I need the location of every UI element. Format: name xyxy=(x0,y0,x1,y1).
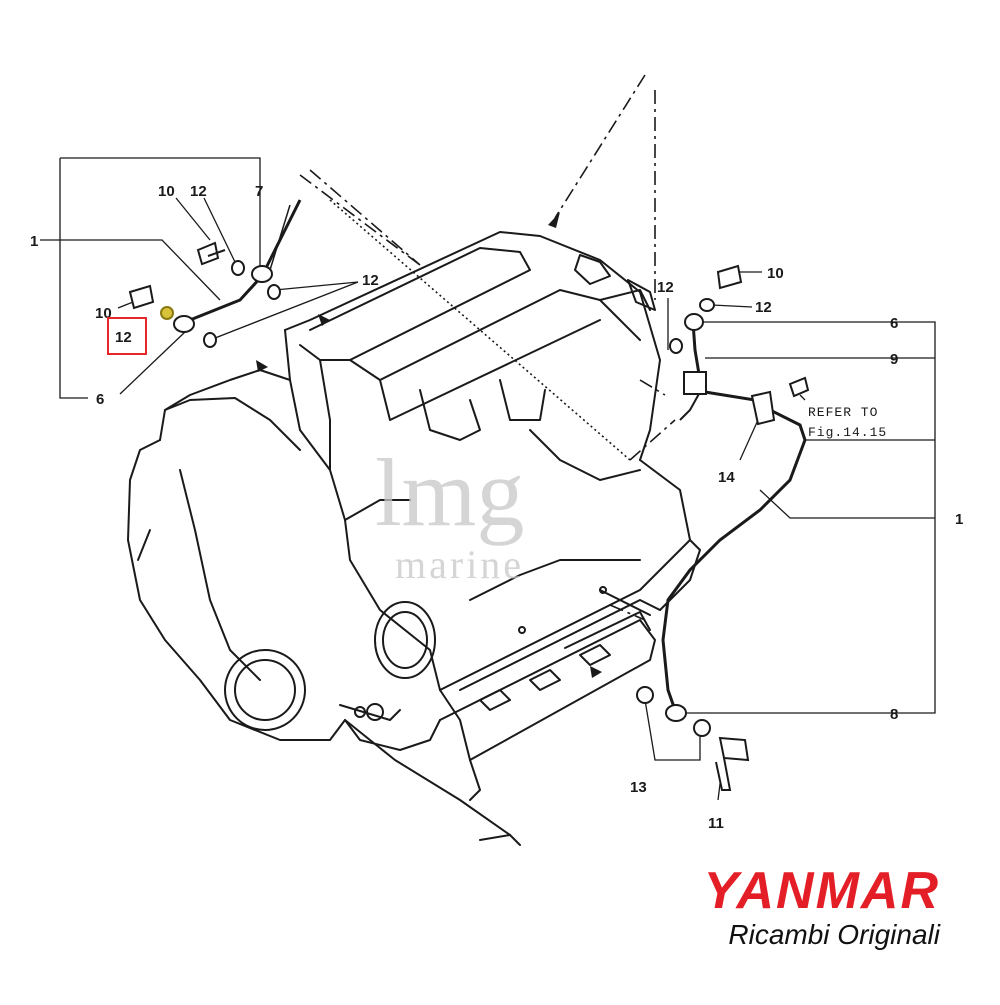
watermark-subtext: marine xyxy=(395,542,524,587)
leader-12-right xyxy=(711,304,753,308)
washer-13 xyxy=(636,686,654,704)
leader-12-mid-2 xyxy=(209,281,359,341)
terminal-lug-top xyxy=(684,313,704,331)
guide-line-bracket xyxy=(629,419,676,461)
cable-lead xyxy=(260,199,302,277)
leader-1-left xyxy=(40,239,221,301)
washer-12-right xyxy=(699,298,715,312)
callout-9: 9 xyxy=(890,351,898,368)
bolt-11-shank xyxy=(715,757,732,791)
cable-branch xyxy=(679,391,701,421)
washer-12-low xyxy=(203,332,217,348)
brand-block: YANMAR Ricambi Originali xyxy=(640,864,940,952)
guide-line-left-2 xyxy=(309,169,421,266)
leader-1-right xyxy=(759,489,935,519)
callout-12-top: 12 xyxy=(190,183,207,200)
direction-arrow xyxy=(256,360,268,372)
terminal-lug xyxy=(251,265,273,283)
cable-lead-edge xyxy=(269,204,291,271)
watermark-logo: lmg xyxy=(375,439,524,546)
bolt-11 xyxy=(718,736,750,762)
guide-line-arrow xyxy=(554,74,646,219)
leader-12-top xyxy=(203,197,236,263)
callout-12-right-top: 12 xyxy=(657,279,674,296)
washer-12-right-top xyxy=(669,338,683,354)
ground-cable-top xyxy=(184,274,264,324)
bolt-10-top xyxy=(196,241,220,266)
callout-1-left: 1 xyxy=(30,233,38,250)
washer-13b xyxy=(693,719,711,737)
callout-6-right: 6 xyxy=(890,315,898,332)
bracket-13 xyxy=(644,699,701,761)
clamp-14 xyxy=(750,390,776,426)
callout-10-top: 10 xyxy=(158,183,175,200)
terminal-lug-bottom xyxy=(665,704,687,722)
callout-12-mid: 12 xyxy=(362,272,379,289)
leader-6-left xyxy=(119,331,186,395)
guide-line-low xyxy=(609,604,646,621)
leader-12-mid xyxy=(274,281,359,291)
flywheel-housing xyxy=(224,601,436,731)
callout-13: 13 xyxy=(630,779,647,796)
watermark: lmg marine xyxy=(375,439,524,587)
callout-10-right: 10 xyxy=(767,265,784,282)
leader-10-top xyxy=(175,197,211,241)
brand-tagline: Ricambi Originali xyxy=(728,919,940,950)
callout-14: 14 xyxy=(718,469,735,486)
terminal-lug xyxy=(173,315,195,333)
bolt-shank xyxy=(207,249,226,257)
bolt-refer xyxy=(788,376,810,398)
callout-12-highlight: 12 xyxy=(115,329,132,346)
oil-pan xyxy=(459,586,661,711)
callout-10-left: 10 xyxy=(95,305,112,322)
refer-note-line2: Fig.14.15 xyxy=(808,425,887,440)
callout-6-left: 6 xyxy=(96,391,104,408)
callout-labels: 1 10 12 7 12 10 12 6 12 10 12 6 9 14 1 8… xyxy=(30,183,963,832)
refer-note-line1: REFER TO xyxy=(808,405,878,420)
callout-12-right: 12 xyxy=(755,299,772,316)
bolt-10-left xyxy=(128,284,155,310)
oil-pipe xyxy=(344,719,511,836)
direction-arrow xyxy=(590,666,602,678)
guide-line-diagonal xyxy=(329,199,631,461)
refer-leader xyxy=(799,394,806,401)
guide-line-left xyxy=(299,174,421,266)
guide-line-right xyxy=(639,379,666,396)
brand-logo: YANMAR xyxy=(703,862,940,920)
direction-arrow xyxy=(318,314,330,326)
callout-highlight-box xyxy=(107,317,147,355)
engine-block xyxy=(127,231,701,801)
bracket-left xyxy=(59,158,88,399)
callout-1-right: 1 xyxy=(955,511,963,528)
callout-11: 11 xyxy=(708,815,724,832)
bracket-7 xyxy=(60,157,261,270)
direction-arrow xyxy=(548,212,560,228)
callout-8: 8 xyxy=(890,706,898,723)
washer-12-top xyxy=(231,260,245,276)
bolt-10-right xyxy=(716,264,743,290)
callout-7: 7 xyxy=(255,183,263,200)
pipe-fitting xyxy=(479,834,521,846)
washer-12-highlight xyxy=(160,306,174,320)
cable-clamp-9 xyxy=(683,371,707,395)
washer-12-mid xyxy=(267,284,281,300)
leader-14 xyxy=(739,419,759,461)
